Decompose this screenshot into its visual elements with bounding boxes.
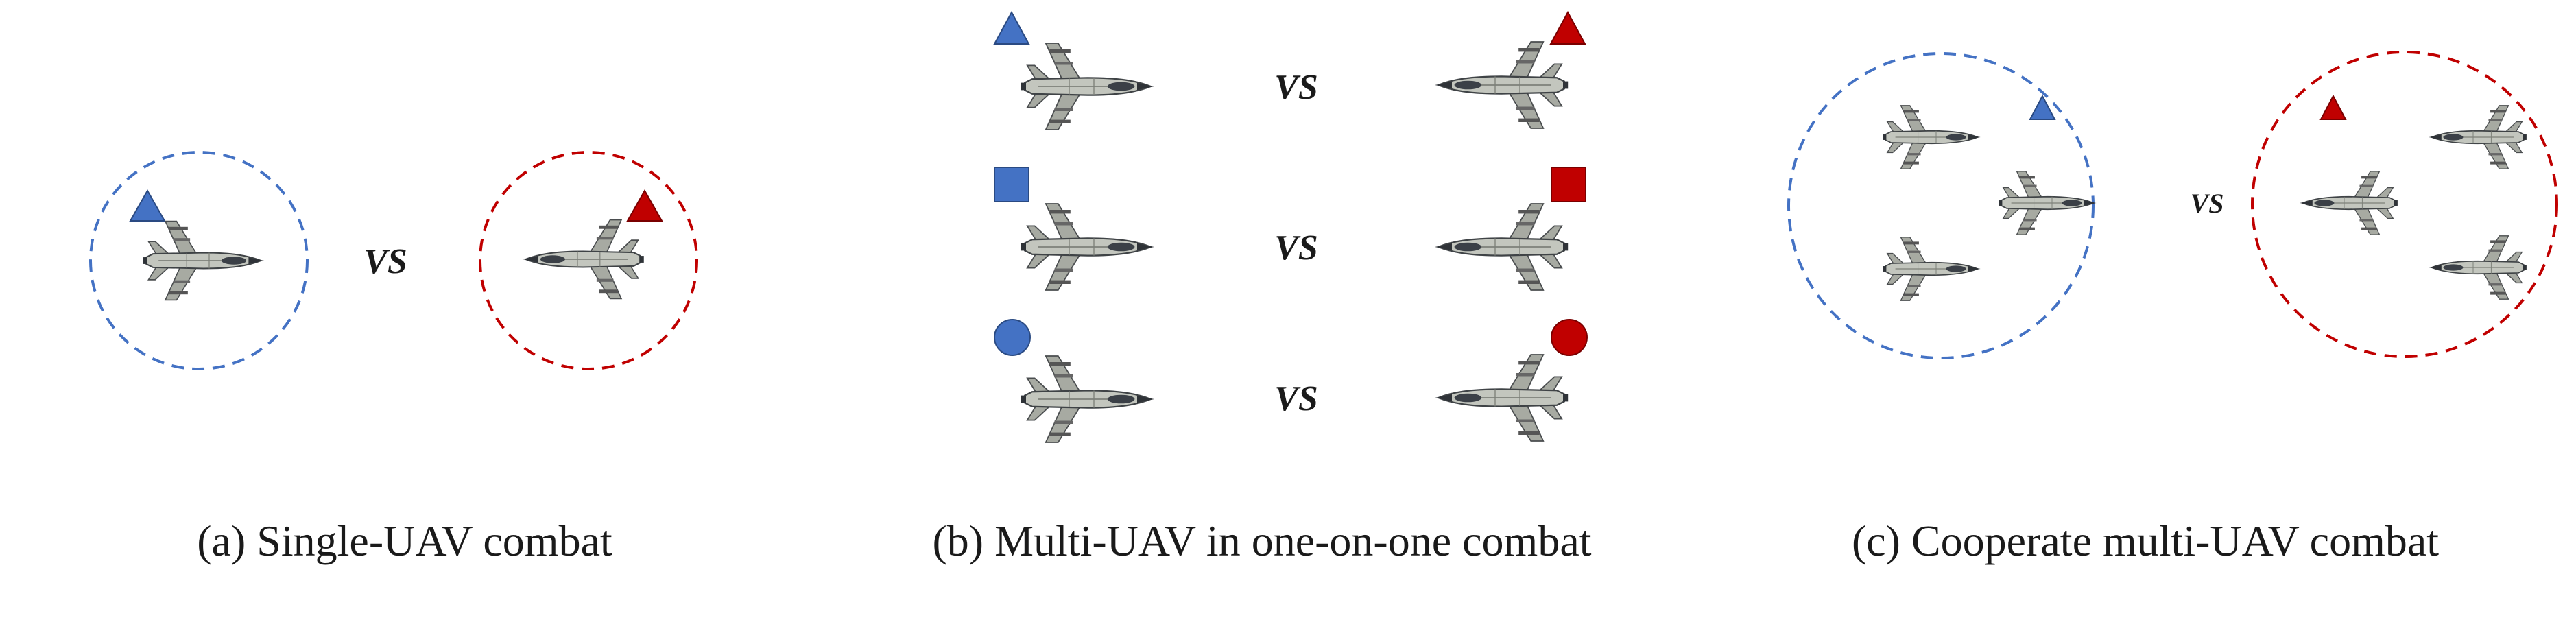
red-aircraft-icon [2429, 106, 2527, 169]
blue-square-marker [994, 167, 1029, 202]
blue-aircraft-icon [1021, 356, 1154, 442]
vs-label: VS [2191, 188, 2224, 219]
red-team-zone [2252, 52, 2557, 357]
blue-triangle-marker [994, 12, 1029, 44]
blue-aircraft-icon [1883, 106, 1981, 169]
blue-triangle-marker [130, 191, 165, 221]
panel-cooperative-multi-uav: VS (c) Cooperate multi-UAV combat [1715, 0, 2576, 620]
vs-label: VS [1274, 68, 1318, 107]
red-aircraft-icon [2300, 171, 2398, 235]
blue-triangle-marker [2030, 96, 2055, 119]
vs-label: VS [1274, 228, 1318, 267]
vs-label: VS [1274, 379, 1318, 418]
blue-aircraft-icon [1021, 204, 1154, 290]
red-triangle-marker [628, 191, 662, 221]
caption-a: (a) Single-UAV combat [0, 516, 809, 567]
panel-single-uav: VS (a) Single-UAV combat [0, 0, 809, 620]
blue-aircraft-icon [1999, 171, 2097, 235]
red-aircraft-icon [1435, 355, 1568, 441]
red-triangle-marker [2321, 96, 2346, 119]
red-square-marker [1551, 167, 1586, 202]
red-triangle-marker [1551, 12, 1585, 44]
red-aircraft-icon [1435, 204, 1568, 290]
blue-aircraft-icon [143, 222, 264, 300]
red-aircraft-icon [523, 220, 644, 299]
panel-multi-uav-one-on-one: VS VS VS (b) Multi-UAV in one-on-one com… [809, 0, 1715, 620]
red-aircraft-icon [2429, 236, 2527, 299]
blue-aircraft-icon [1021, 43, 1154, 130]
red-aircraft-icon [1435, 42, 1568, 128]
vs-label: VS [363, 242, 407, 281]
blue-aircraft-icon [1883, 237, 1981, 300]
blue-circle-marker [994, 320, 1030, 355]
caption-c: (c) Cooperate multi-UAV combat [1715, 516, 2576, 567]
caption-b: (b) Multi-UAV in one-on-one combat [809, 516, 1715, 567]
red-circle-marker [1551, 320, 1587, 355]
